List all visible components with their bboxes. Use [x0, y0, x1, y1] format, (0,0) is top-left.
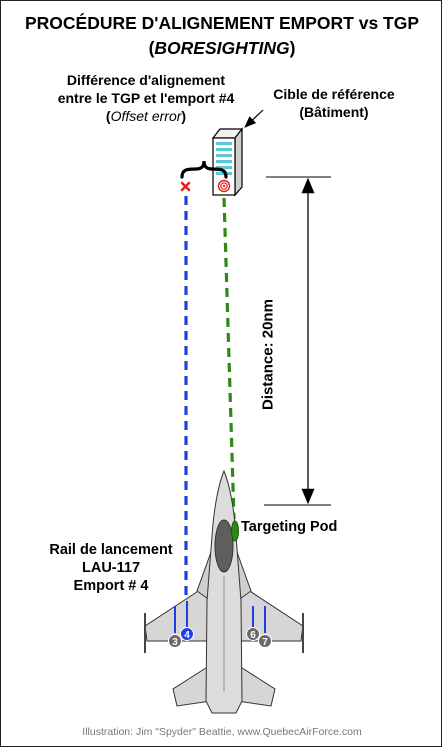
offset-paren-close: ): [181, 108, 187, 124]
title-paren-open: (: [148, 38, 155, 58]
title-line-1: PROCÉDURE D'ALIGNEMENT EMPORT vs TGP: [24, 13, 420, 33]
station-7-label: 7: [262, 637, 268, 648]
offset-error-italic: Offset error: [110, 108, 182, 124]
offset-brace: [180, 160, 228, 179]
bullseye-icon: [217, 179, 231, 193]
station-6-label: 6: [250, 630, 256, 641]
reference-target-label: Cible de référence (Bâtiment): [259, 85, 409, 121]
target-label-line-1: Cible de référence: [273, 86, 395, 102]
station-4-badge: 4: [180, 627, 194, 641]
targeting-pod-label: Targeting Pod: [241, 519, 338, 535]
offset-paren-open: (: [105, 108, 111, 124]
station-6-badge: 6: [246, 627, 260, 641]
offset-label-line-3: (Offset error): [41, 107, 251, 125]
red-x-icon: [180, 181, 191, 192]
title-line-2: (BORESIGHTING): [1, 38, 442, 59]
rail-label-line-2: LAU-117: [81, 560, 141, 576]
station-3-label: 3: [172, 637, 178, 648]
station-7-badge: 7: [258, 634, 272, 648]
rail-label-line-3: Emport # 4: [73, 578, 149, 594]
target-pointer-arrow: [244, 109, 264, 128]
rail-label-line-1: Rail de lancement: [49, 542, 173, 558]
title-paren-close: ): [289, 38, 296, 58]
targeting-pod: [231, 520, 239, 542]
station-3-badge: 3: [168, 634, 182, 648]
illustration-credit: Illustration: Jim "Spyder" Beattie, www.…: [82, 726, 362, 738]
launch-rail-label: Rail de lancement LAU-117 Emport # 4: [31, 541, 191, 595]
target-label-line-2: (Bâtiment): [299, 104, 369, 120]
tgp-sightline: [222, 197, 236, 520]
offset-label-line-2: entre le TGP et l'emport #4: [57, 90, 235, 106]
f16-aircraft-icon: [144, 469, 304, 714]
offset-error-label: Différence d'alignement entre le TGP et …: [41, 71, 251, 125]
distance-dimension: [264, 176, 331, 506]
distance-label: Distance: 20nm: [259, 299, 277, 410]
station-4-label: 4: [184, 630, 190, 641]
offset-label-line-1: Différence d'alignement: [66, 72, 226, 88]
title-boresighting: BORESIGHTING: [154, 38, 290, 58]
